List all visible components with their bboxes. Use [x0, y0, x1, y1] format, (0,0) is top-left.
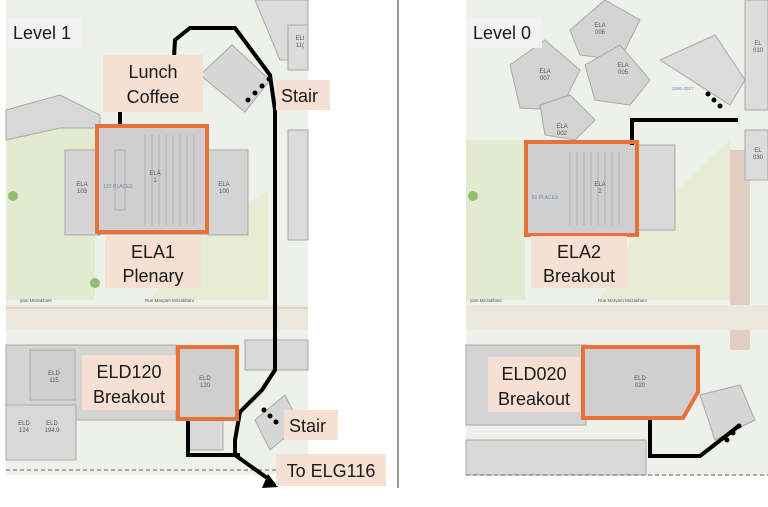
lunch-label: Lunch — [128, 62, 177, 82]
stair-top-label: Stair — [281, 86, 318, 106]
eld020-label: ELD020 — [501, 364, 566, 384]
street-label-left: yam Mirzakhani — [470, 298, 502, 303]
highlight-ela2 — [524, 140, 639, 237]
to-elg116-label: To ELG116 — [287, 461, 376, 481]
eld020-label-box — [488, 357, 580, 412]
tree-marker — [8, 191, 18, 201]
eld120-label: ELD120 — [96, 362, 161, 382]
tree-marker — [468, 191, 478, 201]
ela1-label: ELA1 — [131, 242, 175, 262]
seating-rows — [144, 135, 195, 225]
level-1-label: Level 1 — [13, 23, 71, 43]
room-ela002 — [539, 94, 596, 141]
ela2-label-box — [531, 236, 627, 288]
stair-icon — [724, 437, 730, 443]
stair-top-label-box — [276, 80, 330, 110]
ela2-label: ELA2 — [557, 242, 601, 262]
room-ela2 — [524, 141, 638, 236]
walkway — [730, 150, 750, 350]
ela1-label-box — [105, 236, 201, 288]
room-ela1 — [97, 126, 209, 235]
to-elg116-label-box — [276, 454, 386, 486]
seating-rows — [569, 152, 620, 225]
street — [6, 305, 308, 330]
highlight-eld020 — [581, 345, 700, 420]
stair-icon — [261, 407, 267, 413]
coffee-label: Coffee — [127, 87, 180, 107]
street-label: Rue Maryam Mirzakhani — [598, 298, 647, 303]
stair-bottom-label-box — [284, 410, 338, 440]
level-0-label: Level 0 — [473, 23, 531, 43]
room-ela005 — [584, 44, 651, 106]
street-label-left: yam Mirzakhani — [20, 298, 52, 303]
room-ela103 — [64, 149, 101, 236]
lawn-area — [466, 140, 525, 300]
stair-bottom-label: Stair — [289, 416, 326, 436]
room-ela100 — [207, 149, 249, 236]
eld020-breakout-label: Breakout — [498, 389, 570, 409]
room-eld115 — [29, 349, 76, 401]
room-ela006 — [569, 0, 641, 61]
route-path — [630, 118, 738, 145]
ela2-breakout-label: Breakout — [543, 266, 615, 286]
stair-icon — [705, 91, 711, 97]
street-label: Rue Maryam Mirzakhani — [145, 298, 194, 303]
lunch-coffee-label-box — [103, 55, 203, 112]
room-places-ela2: 66 PLACES — [532, 195, 559, 201]
highlight-eld120 — [176, 345, 239, 421]
route-path — [118, 26, 277, 482]
street — [466, 305, 768, 330]
plenary-label: Plenary — [122, 266, 183, 286]
eld120-label-box — [82, 355, 176, 410]
route-arrow-icon — [262, 474, 278, 488]
breakout-label: Breakout — [93, 387, 165, 407]
room-range-label: 2000-2027 — [672, 86, 694, 91]
highlight-ela1 — [95, 124, 209, 234]
room-places-ela1: 122 PLACES — [103, 184, 133, 190]
tree-marker — [90, 278, 100, 288]
stair-icon — [245, 97, 251, 103]
